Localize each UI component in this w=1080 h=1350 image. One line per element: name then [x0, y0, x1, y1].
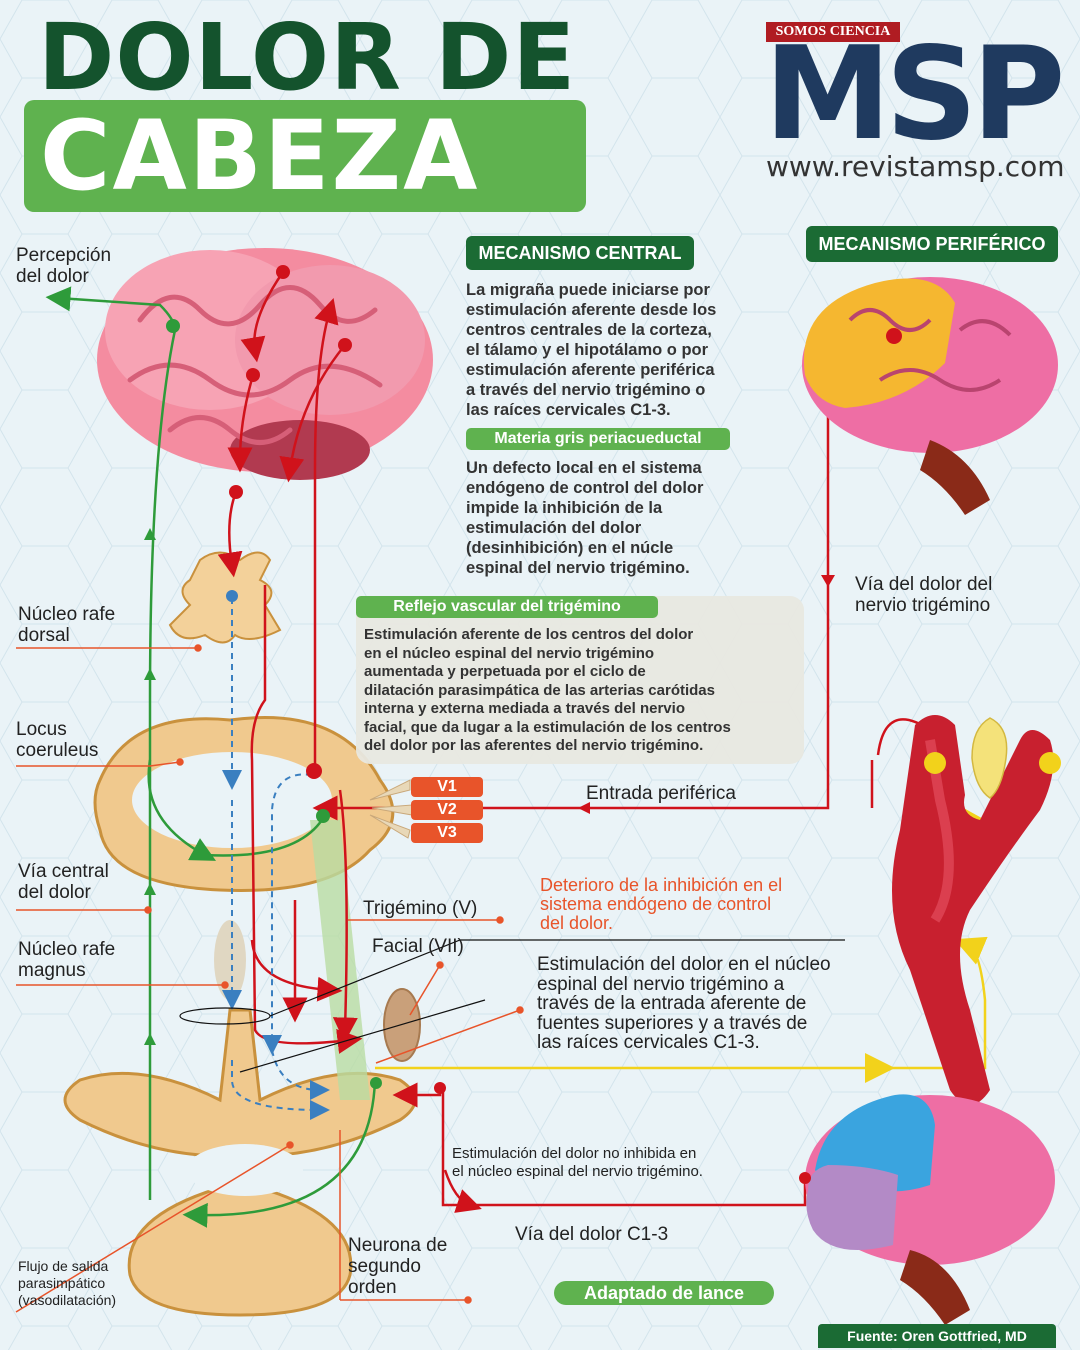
brain-icon — [805, 1094, 1055, 1325]
label-deterioro: Deterioro de la inhibición en el sistema… — [540, 875, 783, 933]
label-via-central: Vía central del dolor — [18, 861, 109, 903]
artery-icon — [892, 715, 1054, 1105]
label-rafe-dorsal: Núcleo rafe dorsal — [18, 604, 116, 646]
label-neurona: Neurona de segundo orden — [348, 1235, 448, 1298]
badge-v3: V3 — [411, 823, 483, 843]
label-facial: Facial (VII) — [372, 936, 464, 957]
title-banner — [24, 100, 586, 212]
brand-url[interactable]: www.revistamsp.com — [766, 150, 1065, 183]
reflex-panel — [356, 596, 804, 764]
page-title-line1: DOLOR DE — [38, 4, 577, 111]
reflex-header: Reflejo vascular del trigémino — [356, 596, 658, 618]
label-flujo: Flujo de salida parasimpático (vasodilat… — [18, 1258, 117, 1308]
pons-icon — [93, 716, 395, 892]
badge-v1: V1 — [411, 777, 483, 797]
label-estimulacion: Estimulación del dolor en el núcleo espi… — [537, 954, 831, 1053]
page-title-line2: CABEZA — [40, 100, 480, 212]
label-via-c13: Vía del dolor C1-3 — [515, 1224, 669, 1245]
brain-icon — [802, 277, 1058, 515]
label-via-trigemino: Vía del dolor del nervio trigémino — [855, 574, 993, 616]
label-locus: Locus coeruleus — [16, 719, 99, 761]
pag-text: Un defecto local en el sistema endógeno … — [466, 459, 704, 577]
brand-logo: MSP — [764, 20, 1065, 169]
label-rafe-magnus: Núcleo rafe magnus — [18, 939, 116, 981]
label-entrada: Entrada periférica — [586, 783, 736, 804]
source-credit: Fuente: Oren Gottfried, MD — [818, 1324, 1056, 1348]
badge-v2: V2 — [411, 800, 483, 820]
label-no-inhibida: Estimulación del dolor no inhibida en el… — [452, 1145, 703, 1180]
central-text: La migraña puede iniciarse por estimulac… — [466, 281, 717, 419]
reflex-text: Estimulación aferente de los centros del… — [364, 626, 731, 754]
pag-header: Materia gris periacueductal — [466, 428, 730, 450]
central-header: MECANISMO CENTRAL — [466, 236, 694, 270]
label-trigemino: Trigémino (V) — [363, 898, 478, 919]
peripheral-header: MECANISMO PERIFÉRICO — [806, 226, 1058, 262]
adaptado-badge: Adaptado de lance — [554, 1281, 774, 1305]
brand-tagline: SOMOS CIENCIA — [766, 22, 900, 42]
midbrain-icon — [168, 551, 282, 644]
label-percepcion: Percepción del dolor — [16, 245, 112, 287]
